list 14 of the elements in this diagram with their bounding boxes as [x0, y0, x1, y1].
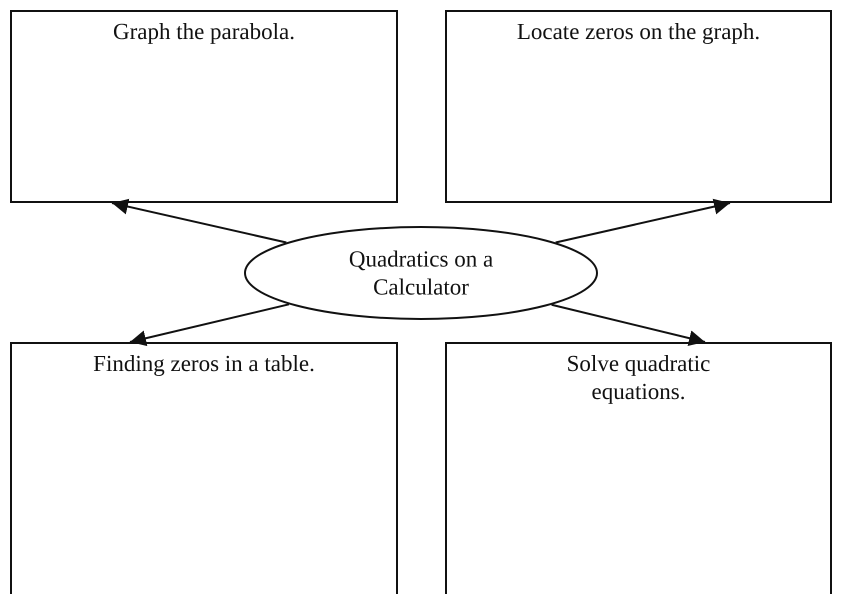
arrow — [551, 304, 706, 346]
box-heading: Solve quadratic equations. — [566, 350, 712, 406]
box-heading: Finding zeros in a table. — [92, 350, 316, 378]
answer-box — [10, 342, 398, 594]
box-heading: Quadratics on a Calculator — [348, 245, 494, 301]
answer-box — [445, 342, 832, 594]
answer-box — [10, 10, 398, 203]
arrow — [555, 198, 730, 244]
box-heading: Graph the parabola. — [112, 18, 296, 46]
box-heading: Locate zeros on the graph. — [516, 18, 762, 46]
answer-box — [445, 10, 832, 203]
arrow — [112, 198, 287, 244]
arrow — [130, 303, 290, 346]
topic-ellipse — [244, 226, 598, 320]
